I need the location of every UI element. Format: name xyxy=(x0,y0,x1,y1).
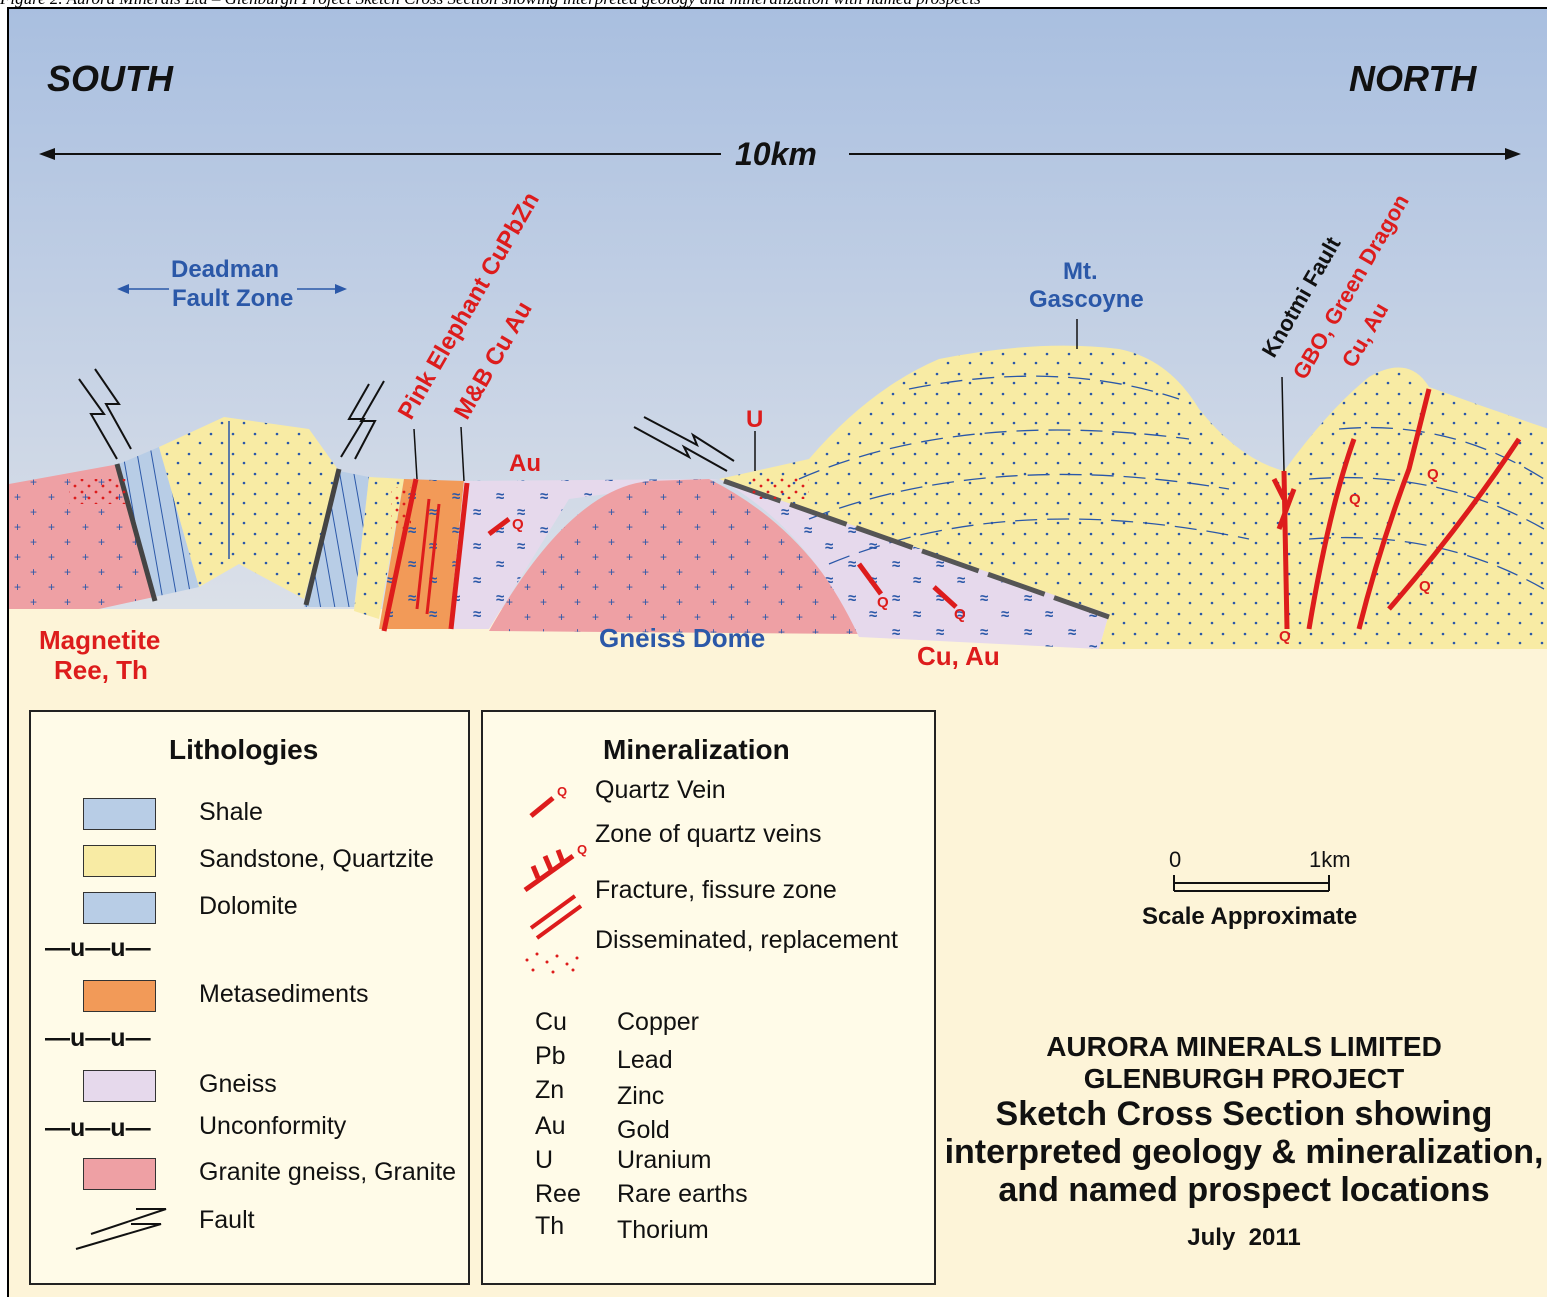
element-symbol: Au xyxy=(535,1112,566,1141)
deadman-label-1: Deadman xyxy=(171,256,279,283)
mineralization-legend: Mineralization Q Q Quartz Vein Zone of q… xyxy=(481,710,936,1285)
unconformity-mark: —u—u— xyxy=(45,1024,151,1053)
magnetite-label-1: Magnetite xyxy=(39,625,160,655)
sandstone-label: Sandstone, Quartzite xyxy=(199,845,434,874)
cu-au-label: Cu, Au xyxy=(917,641,1000,671)
granite-label: Granite gneiss, Granite xyxy=(199,1158,456,1187)
north-label: NORTH xyxy=(1349,58,1477,99)
granite-swatch xyxy=(83,1158,156,1190)
company-name: AURORA MINERALS LIMITED xyxy=(944,1031,1544,1063)
metasediments-label: Metasediments xyxy=(199,980,369,1009)
fault-label: Fault xyxy=(199,1206,255,1235)
element-name: Rare earths xyxy=(617,1180,748,1209)
mineralization-symbols: Q Q xyxy=(513,778,593,978)
q-marker: Q xyxy=(557,784,567,799)
q-marker: Q xyxy=(1279,628,1291,645)
q-marker: Q xyxy=(512,516,524,533)
shale-label: Shale xyxy=(199,798,263,827)
magnetite-label-2: Ree, Th xyxy=(54,655,148,685)
cross-section-board: + + ≈ ≈ SOUTH NORTH xyxy=(7,7,1547,1297)
project-name: GLENBURGH PROJECT xyxy=(944,1063,1544,1095)
scale-zero: 0 xyxy=(1169,847,1181,872)
dolomite-swatch xyxy=(83,892,156,924)
metasediments-swatch xyxy=(83,980,156,1012)
element-name: Lead xyxy=(617,1046,673,1075)
mineralization-title: Mineralization xyxy=(603,734,790,766)
title-block: AURORA MINERALS LIMITED GLENBURGH PROJEC… xyxy=(944,1031,1544,1253)
gneiss-label: Gneiss xyxy=(199,1070,277,1099)
fracture-zone-icon xyxy=(531,896,581,938)
element-symbol: Zn xyxy=(535,1076,564,1105)
sandstone-swatch xyxy=(83,845,156,877)
disseminated-icon xyxy=(526,953,579,974)
mt-gascoyne-label-1: Mt. xyxy=(1063,258,1098,285)
lithologies-legend: Lithologies Shale Sandstone, Quartzite D… xyxy=(29,710,470,1285)
element-symbol: Cu xyxy=(535,1008,567,1037)
zone-quartz-veins-label: Zone of quartz veins xyxy=(595,820,822,849)
element-symbol: Ree xyxy=(535,1180,581,1209)
element-name: Zinc xyxy=(617,1082,664,1111)
q-marker: Q xyxy=(1427,466,1439,483)
element-name: Gold xyxy=(617,1116,670,1145)
unconformity-mark: —u—u— xyxy=(45,934,151,963)
quartz-vein-icon xyxy=(531,798,553,816)
gneiss-dome-label: Gneiss Dome xyxy=(599,623,765,653)
q-marker: Q xyxy=(1419,578,1431,595)
q-marker: Q xyxy=(954,606,966,623)
distance-label: 10km xyxy=(735,136,817,172)
dolomite-label: Dolomite xyxy=(199,892,298,921)
shale-swatch xyxy=(83,798,156,830)
scale-note: Scale Approximate xyxy=(1142,903,1357,930)
q-marker: Q xyxy=(877,594,889,611)
fault-icon xyxy=(71,1204,171,1254)
element-name: Thorium xyxy=(617,1216,709,1245)
title-line-3: and named prospect locations xyxy=(944,1171,1544,1209)
lithologies-title: Lithologies xyxy=(169,734,318,766)
scale-one-km: 1km xyxy=(1309,847,1351,872)
disseminated-label: Disseminated, replacement xyxy=(595,926,898,955)
u-label: U xyxy=(746,406,763,433)
deadman-label-2: Fault Zone xyxy=(172,285,293,312)
element-symbol: Th xyxy=(535,1212,564,1241)
element-name: Copper xyxy=(617,1008,699,1037)
q-marker: Q xyxy=(1349,491,1361,508)
south-label: SOUTH xyxy=(47,58,174,99)
au-label: Au xyxy=(509,450,541,477)
element-symbol: Pb xyxy=(535,1042,566,1071)
quartz-vein-label: Quartz Vein xyxy=(595,776,726,805)
mt-gascoyne-label-2: Gascoyne xyxy=(1029,286,1144,313)
zone-quartz-veins-icon xyxy=(525,850,573,890)
element-name: Uranium xyxy=(617,1146,711,1175)
element-symbol: U xyxy=(535,1146,553,1175)
date-label: July 2011 xyxy=(944,1223,1544,1253)
unconformity-label: Unconformity xyxy=(199,1112,346,1141)
q-marker: Q xyxy=(577,842,587,857)
title-line-1: Sketch Cross Section showing xyxy=(944,1095,1544,1133)
fracture-zone-label: Fracture, fissure zone xyxy=(595,876,837,905)
gneiss-swatch xyxy=(83,1070,156,1102)
title-line-2: interpreted geology & mineralization, xyxy=(944,1133,1544,1171)
unconformity-mark: —u—u— xyxy=(45,1114,151,1143)
